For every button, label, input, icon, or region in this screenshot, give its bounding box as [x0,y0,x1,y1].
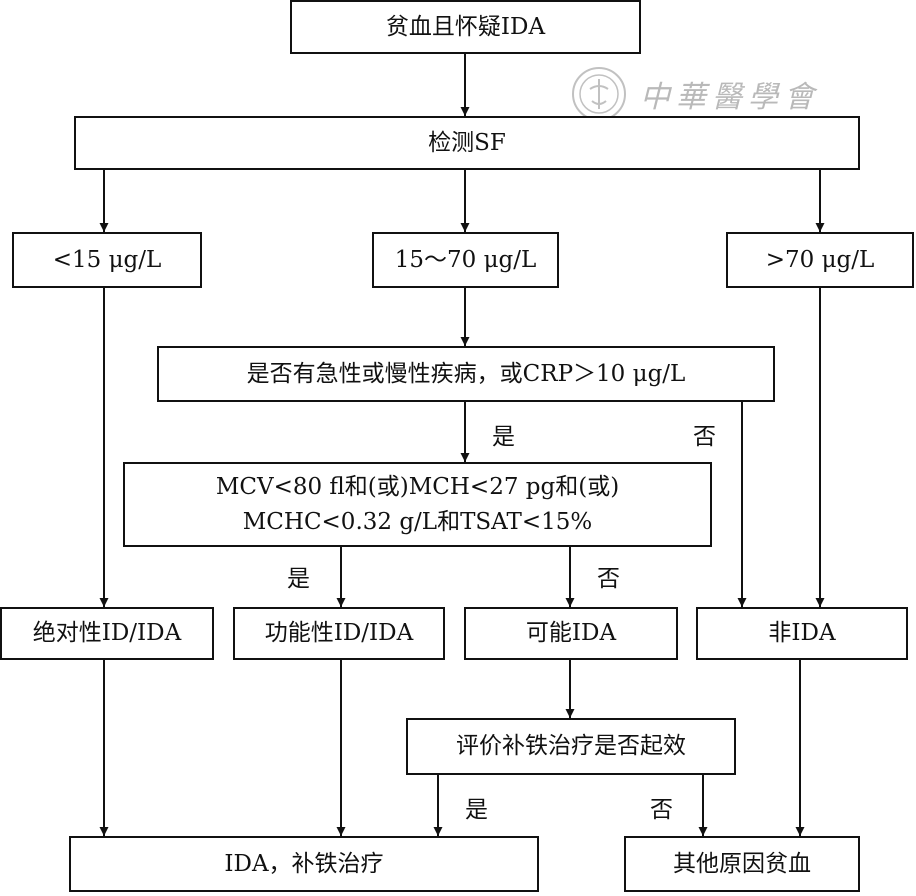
eval-no-label: 否 [650,797,673,823]
inflam-no-label: 否 [693,424,716,450]
indices-line-1: MCV<80 fl和(或)MCH<27 pg和(或) [215,474,620,500]
evaluate-iron-therapy-node: 评价补铁治疗是否起效 [406,718,736,775]
inflam-yes-label: 是 [492,424,515,450]
test-sf-label: 检测SF [428,129,506,156]
watermark: 中華醫學會 [570,64,860,124]
eval-yes-label: 是 [465,797,488,823]
sf-high-node: >70 μg/L [726,232,914,288]
absolute-id-label: 绝对性ID/IDA [32,620,182,647]
functional-id-node: 功能性ID/IDA [233,607,445,660]
start-label: 贫血且怀疑IDA [385,13,546,40]
sf-mid-node: 15～70 μg/L [372,232,559,288]
inflammation-question-node: 是否有急性或慢性疾病，或CRP＞10 μg/L [157,346,775,402]
non-ida-label: 非IDA [768,620,836,647]
ida-treatment-label: IDA，补铁治疗 [224,850,384,877]
indices-yes-label: 是 [287,566,310,592]
indices-no-label: 否 [597,566,620,592]
indices-line-2: MCHC<0.32 g/L和TSAT<15% [242,508,593,535]
possible-ida-node: 可能IDA [464,607,678,660]
non-ida-node: 非IDA [696,607,908,660]
sf-low-node: <15 μg/L [12,232,202,288]
sf-mid-label: 15～70 μg/L [394,246,537,273]
watermark-text: 中華醫學會 [640,80,820,115]
inflammation-question-label: 是否有急性或慢性疾病，或CRP＞10 μg/L [246,360,686,387]
seal-logo-icon [572,67,626,121]
red-cell-indices-node: MCV<80 fl和(或)MCH<27 pg和(或) MCHC<0.32 g/L… [123,462,712,547]
test-sf-node: 检测SF [74,116,860,170]
ida-treatment-node: IDA，补铁治疗 [69,836,539,892]
other-anemia-node: 其他原因贫血 [624,836,860,892]
sf-low-label: <15 μg/L [52,246,162,273]
absolute-id-node: 绝对性ID/IDA [0,607,214,660]
start-node: 贫血且怀疑IDA [290,0,641,54]
other-anemia-label: 其他原因贫血 [673,850,811,877]
evaluate-label: 评价补铁治疗是否起效 [456,733,686,760]
functional-id-label: 功能性ID/IDA [264,620,414,647]
sf-high-label: >70 μg/L [765,246,875,273]
possible-ida-label: 可能IDA [525,620,617,647]
